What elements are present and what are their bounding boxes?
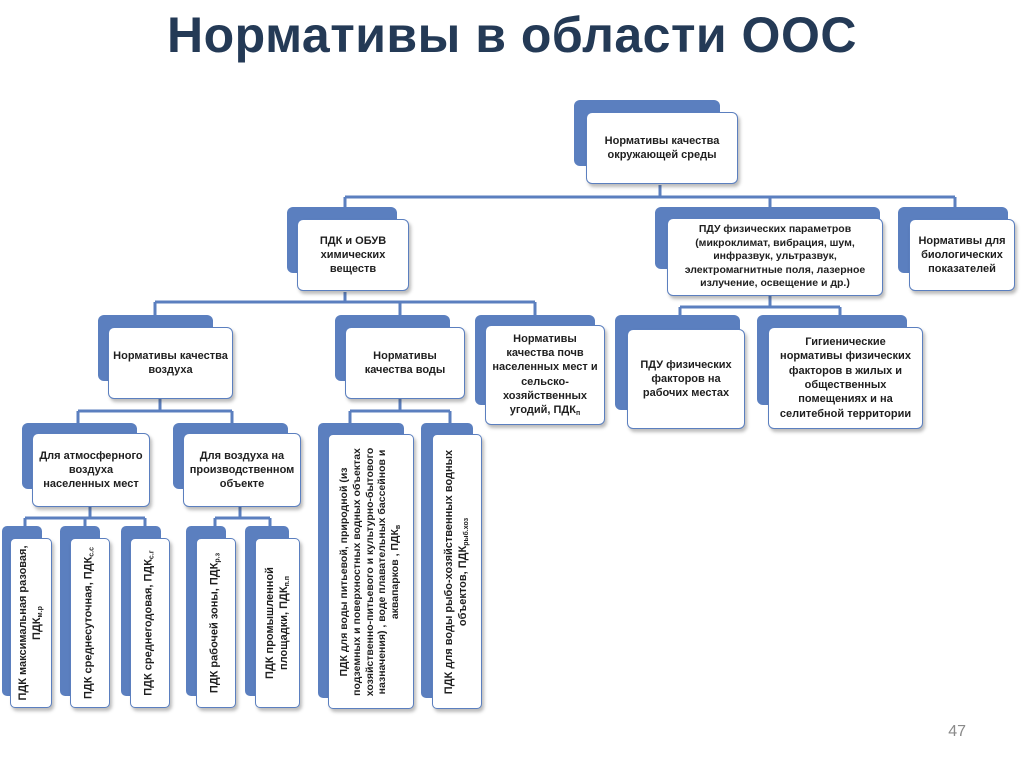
node-soil-text: Нормативы качества почв населенных мест …: [492, 332, 598, 417]
leaf-fishery: ПДК для воды рыбо-хозяйственных водных о…: [432, 434, 482, 709]
leaf-industrial: ПДК промышленной площадки, ПДКп.п: [255, 538, 300, 708]
leaf-fishery-sub: рыб.хоз: [462, 517, 470, 546]
node-soil-label: Нормативы качества почв населенных мест …: [485, 325, 605, 425]
node-soil: Нормативы качества почв населенных мест …: [475, 315, 610, 430]
leaf-drinking: ПДК для воды питьевой, природной (из под…: [328, 434, 414, 709]
leaf-max-once-sub: м.р: [36, 606, 44, 618]
leaf-max-once-text: ПДК максимальная разовая, ПДК: [16, 545, 43, 701]
leaf-work-zone-text: ПДК рабочей зоны, ПДК: [208, 562, 221, 694]
node-phys-work-label: ПДУ физических факторов на рабочих места…: [627, 329, 745, 429]
leaf-drinking-text: ПДК для воды питьевой, природной (из под…: [338, 447, 402, 696]
page-number: 47: [948, 723, 966, 740]
leaf-work-zone: ПДК рабочей зоны, ПДКр.з: [196, 538, 236, 708]
node-phys: ПДУ физических параметров (микроклимат, …: [655, 207, 895, 297]
leaf-max-once: ПДК максимальная разовая, ПДКм.р: [10, 538, 52, 708]
node-bio: Нормативы для биологических показателей: [898, 207, 1024, 297]
leaf-work-zone-sub: р.з: [214, 552, 222, 563]
slide-title: Нормативы в области ООС: [167, 7, 857, 63]
node-root: Нормативы качества окружающей среды: [574, 100, 744, 190]
leaf-annual-text: ПДК среднегодовая, ПДК: [142, 559, 155, 696]
leaf-daily-text: ПДК среднесуточная, ПДК: [82, 556, 95, 699]
leaf-industrial-sub: п.п: [283, 576, 290, 587]
node-bio-label: Нормативы для биологических показателей: [909, 219, 1015, 291]
node-soil-sub: п: [575, 410, 581, 418]
node-chem-label: ПДК и ОБУВ химических веществ: [297, 219, 409, 291]
node-air-label: Нормативы качества воздуха: [108, 327, 233, 399]
leaf-annual-sub: с.г: [148, 550, 156, 560]
node-root-label: Нормативы качества окружающей среды: [586, 112, 738, 184]
node-water-label: Нормативы качества воды: [345, 327, 465, 399]
node-atm-label: Для атмосферного воздуха населенных мест: [32, 433, 150, 507]
node-phys-hyg-label: Гигиенические нормативы физических факто…: [768, 327, 923, 429]
node-prod-label: Для воздуха на производственном объекте: [183, 433, 301, 507]
node-atm: Для атмосферного воздуха населенных мест: [22, 423, 157, 513]
node-phys-work: ПДУ физических факторов на рабочих места…: [615, 315, 750, 435]
leaf-fishery-text: ПДК для воды рыбо-хозяйственных водных о…: [442, 449, 469, 694]
node-air: Нормативы качества воздуха: [98, 315, 243, 405]
node-phys-hyg: Гигиенические нормативы физических факто…: [757, 315, 927, 435]
leaf-daily-sub: с.с: [88, 547, 96, 557]
leaf-daily: ПДК среднесуточная, ПДКс.с: [70, 538, 110, 708]
node-phys-label: ПДУ физических параметров (микроклимат, …: [667, 218, 883, 296]
node-prod: Для воздуха на производственном объекте: [173, 423, 303, 513]
node-chem: ПДК и ОБУВ химических веществ: [287, 207, 417, 297]
leaf-drinking-sub: в: [395, 524, 403, 529]
node-water: Нормативы качества воды: [335, 315, 470, 405]
leaf-annual: ПДК среднегодовая, ПДКс.г: [130, 538, 170, 708]
